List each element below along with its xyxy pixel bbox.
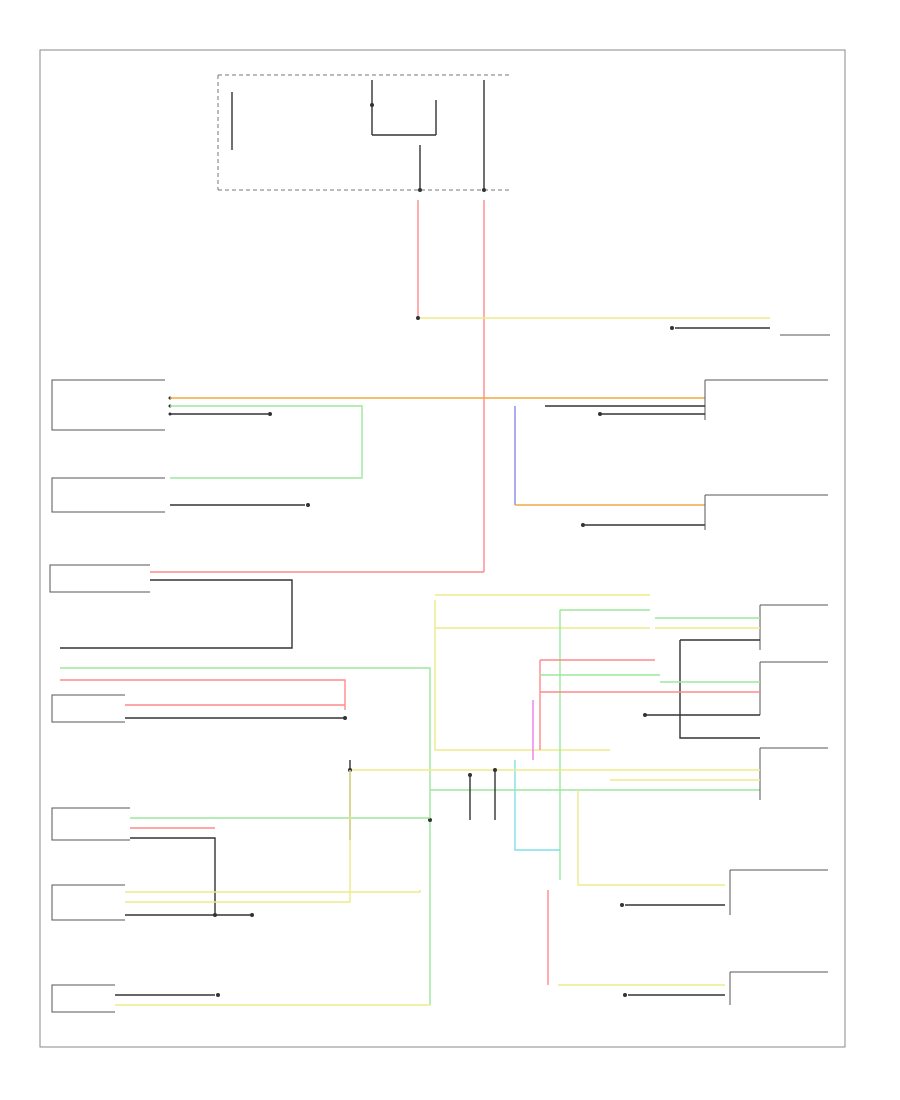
- rear-cargo-lamp: [729, 971, 828, 1005]
- right-cargo-lamp-3: [729, 869, 828, 915]
- left-vanity-lamp: [49, 564, 150, 593]
- driver-door-lamp: [51, 477, 165, 513]
- right-cargo-lamp-2: [759, 747, 828, 800]
- front-reading-lamp: [51, 807, 130, 841]
- passenger-door-lamp: [704, 494, 828, 530]
- liftgate-lamp-right: [759, 604, 828, 650]
- driver-courtesy-lamp: [51, 379, 172, 431]
- cargo-lamp: [51, 884, 125, 921]
- fuse-box: [217, 74, 510, 192]
- right-cargo-lamp-1: [759, 661, 828, 715]
- right-vanity-lamp: [51, 984, 115, 1013]
- passenger-courtesy-lamp: [704, 379, 828, 420]
- diagram-frame: [39, 49, 846, 1048]
- liftgate-lamp: [51, 694, 125, 723]
